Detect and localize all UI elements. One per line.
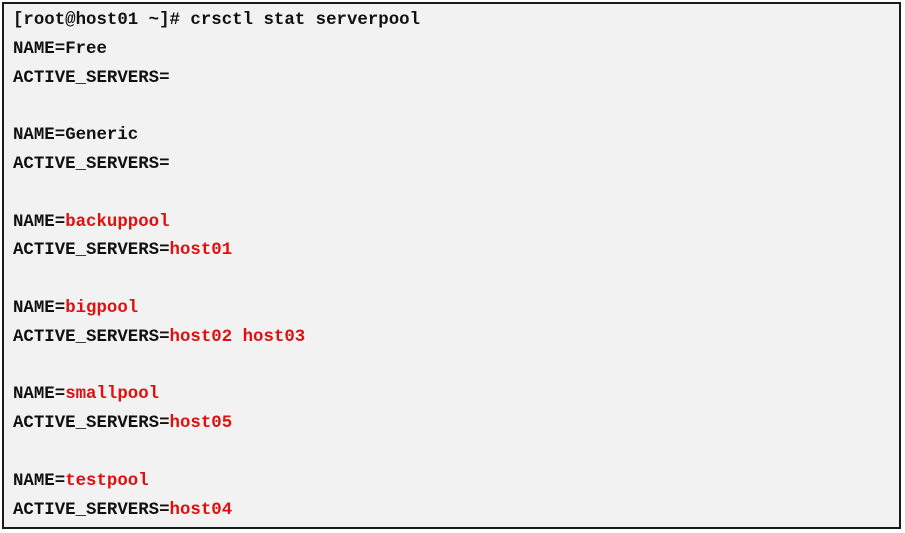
pool-name-value: Free — [65, 39, 107, 59]
active-servers-key: ACTIVE_SERVERS= — [13, 500, 170, 520]
blank-line — [13, 353, 899, 382]
active-servers-key: ACTIVE_SERVERS= — [13, 414, 170, 434]
active-servers-line: ACTIVE_SERVERS= — [13, 151, 899, 180]
active-servers-key: ACTIVE_SERVERS= — [13, 327, 170, 347]
command-line: [root@host01 ~]# crsctl stat serverpool — [13, 7, 899, 36]
name-key: NAME= — [13, 212, 66, 232]
active-servers-value: host04 — [169, 500, 233, 520]
name-key: NAME= — [13, 298, 66, 318]
active-servers-line: ACTIVE_SERVERS= — [13, 65, 899, 94]
blank-line — [13, 93, 899, 122]
active-servers-key: ACTIVE_SERVERS= — [13, 154, 170, 174]
pool-name-line: NAME=smallpool — [13, 381, 899, 410]
active-servers-value: host02 host03 — [169, 327, 306, 347]
pool-name-value: bigpool — [65, 298, 139, 318]
name-key: NAME= — [13, 39, 66, 59]
active-servers-value: host01 — [169, 241, 233, 261]
active-servers-line: ACTIVE_SERVERS=host04 — [13, 497, 899, 526]
pool-name-line: NAME=testpool — [13, 468, 899, 497]
active-servers-key: ACTIVE_SERVERS= — [13, 241, 170, 261]
blank-line — [13, 180, 899, 209]
active-servers-key: ACTIVE_SERVERS= — [13, 68, 170, 88]
pool-name-value: Generic — [65, 126, 139, 146]
active-servers-line: ACTIVE_SERVERS=host01 — [13, 237, 899, 266]
active-servers-value: host05 — [169, 414, 233, 434]
active-servers-line: ACTIVE_SERVERS=host02 host03 — [13, 324, 899, 353]
name-key: NAME= — [13, 471, 66, 491]
blank-line — [13, 266, 899, 295]
name-key: NAME= — [13, 385, 66, 405]
pool-name-line: NAME=Free — [13, 36, 899, 65]
command-text: crsctl stat serverpool — [190, 11, 421, 30]
pool-name-line: NAME=backuppool — [13, 209, 899, 238]
name-key: NAME= — [13, 126, 66, 146]
pool-name-line: NAME=Generic — [13, 122, 899, 151]
blank-line — [13, 439, 899, 468]
active-servers-line: ACTIVE_SERVERS=host05 — [13, 410, 899, 439]
pool-name-value: testpool — [65, 471, 149, 491]
pool-name-value: backuppool — [65, 212, 170, 232]
pool-name-line: NAME=bigpool — [13, 295, 899, 324]
shell-prompt: [root@host01 ~]# — [13, 11, 191, 30]
pool-name-value: smallpool — [65, 385, 160, 405]
